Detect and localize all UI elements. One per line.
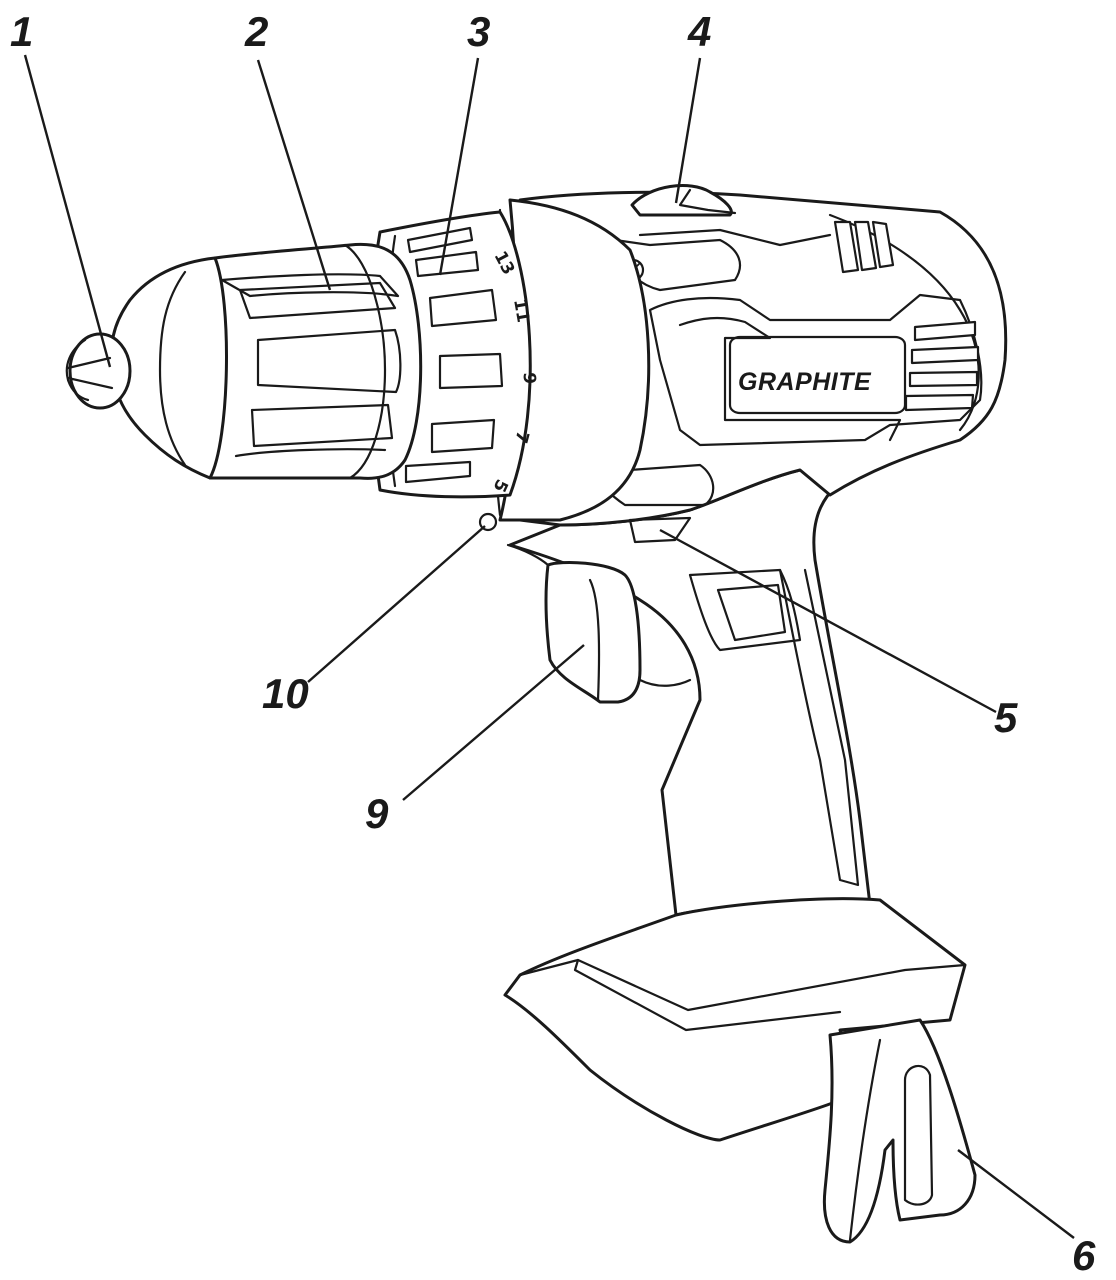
handle-side-panel (688, 568, 860, 887)
body-panel-upper (648, 293, 983, 447)
body-top-ridge (638, 228, 832, 247)
torque-ring-grips (404, 226, 504, 484)
dial-number-9: 9 (519, 372, 539, 385)
direction-switch (478, 512, 498, 532)
handle (508, 468, 872, 917)
chuck-nose (109, 256, 228, 480)
callout-10: 10 (262, 670, 309, 717)
callout-3: 3 (467, 8, 490, 55)
callout-4: 4 (687, 8, 711, 55)
trigger-face (588, 578, 601, 702)
chuck-nose-ring (158, 270, 187, 467)
callout-6: 6 (1072, 1232, 1096, 1279)
callout-leaders (23, 54, 1075, 1239)
belt-clip-slot (903, 1064, 934, 1206)
callout-9: 9 (365, 790, 389, 837)
base-top-plate-edge (573, 958, 842, 1032)
led-light (628, 516, 692, 544)
handle-grip-inset (688, 568, 802, 652)
belt-clip-edge (848, 1038, 882, 1242)
chuck-tip-point (66, 356, 114, 390)
base-top-plate (518, 958, 967, 1012)
chuck-sleeve-back-edge (343, 243, 387, 480)
speed-selector-edge (678, 188, 737, 215)
vents (833, 220, 980, 412)
dial-number-7: 7 (510, 429, 532, 446)
brand-logo: GRAPHITE (738, 368, 872, 396)
trigger (544, 560, 642, 704)
handle-grip-recess (716, 583, 787, 642)
callout-5: 5 (994, 694, 1018, 741)
belt-clip (822, 1018, 977, 1244)
chuck-tip (65, 338, 90, 402)
trigger-guard (506, 543, 692, 687)
callout-2: 2 (244, 8, 268, 55)
callout-1: 1 (10, 8, 33, 55)
dial-number-11: 11 (509, 297, 533, 324)
body-panel-inner (678, 316, 902, 442)
chuck-sleeve-ribs (220, 273, 402, 458)
